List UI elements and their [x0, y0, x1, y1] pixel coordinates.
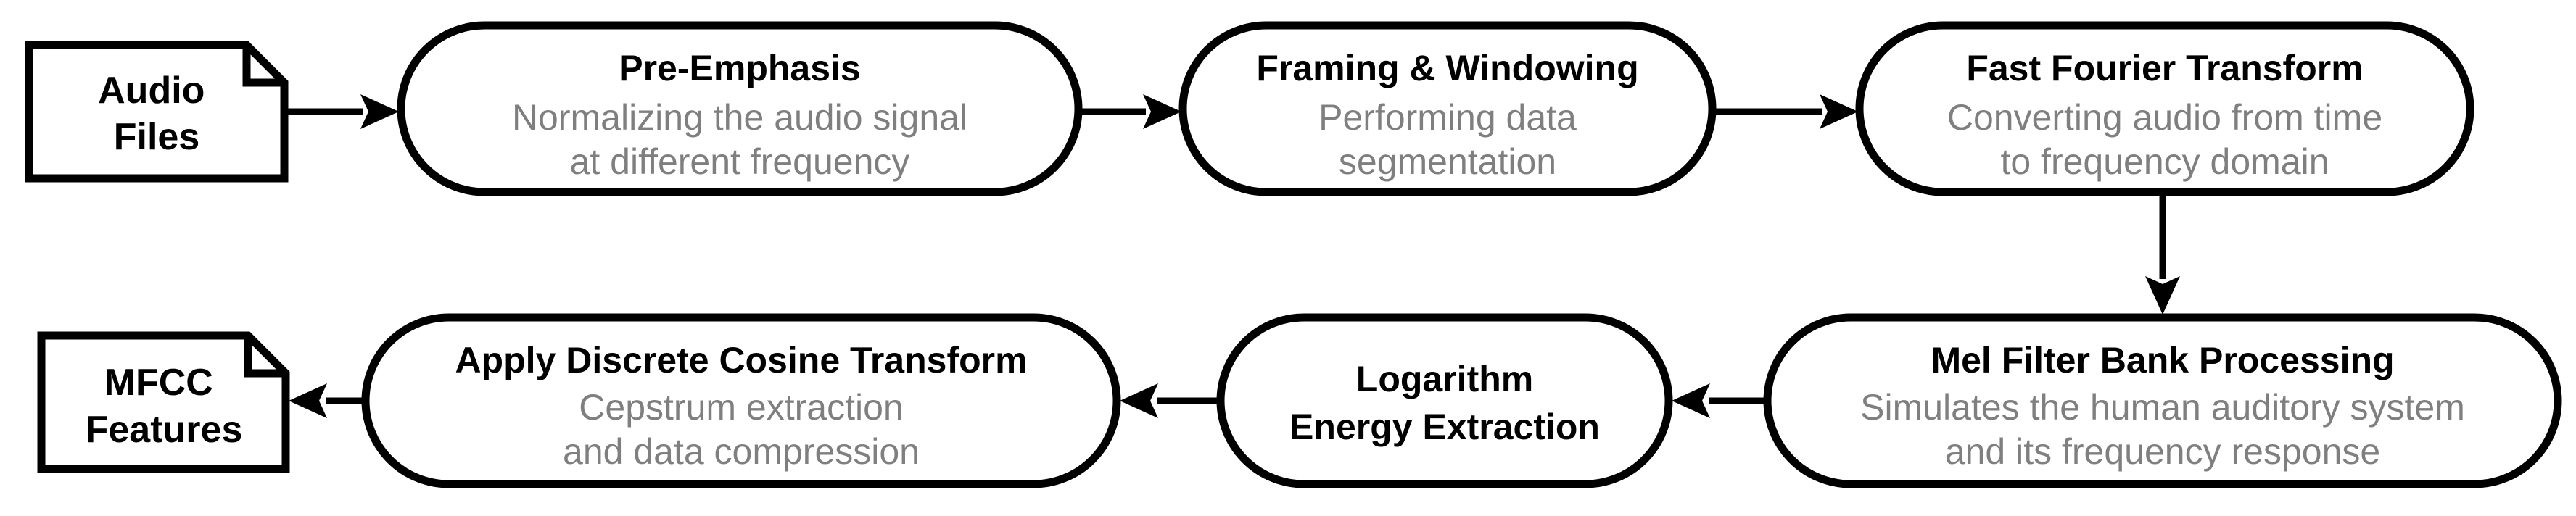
mfcc-features-document: MFCC Features — [37, 331, 290, 473]
arrow-mel-to-log-energy — [1672, 383, 1764, 418]
audio-files-label-line-1: Audio — [98, 70, 205, 112]
dct-desc-line-1: Cepstrum extraction — [579, 387, 903, 428]
audio-files-document-fold — [242, 45, 284, 87]
mel-filter-bank-desc-line-1: Simulates the human auditory system — [1860, 387, 2465, 428]
arrowhead — [1120, 383, 1158, 418]
mel-filter-bank-shape — [1763, 313, 2562, 488]
framing-windowing-desc-line-1: Performing data — [1318, 97, 1577, 138]
pre-emphasis-node: Pre-Emphasis Normalizing the audio signa… — [397, 21, 1083, 196]
arrow-pre-emphasis-to-framing — [1081, 94, 1181, 129]
mfcc-features-document-fold — [244, 336, 286, 378]
arrow-audio-to-pre-emphasis — [287, 94, 399, 129]
arrow-fft-to-mel — [2145, 195, 2180, 315]
arrowhead — [2145, 276, 2180, 315]
dct-node: Apply Discrete Cosine Transform Cepstrum… — [361, 313, 1121, 488]
audio-files-label-line-2: Files — [114, 116, 200, 158]
framing-windowing-desc-line-2: segmentation — [1339, 141, 1556, 182]
dct-title: Apply Discrete Cosine Transform — [455, 340, 1027, 380]
fft-desc-line-1: Converting audio from time — [1947, 97, 2382, 138]
arrowhead — [360, 94, 399, 129]
pre-emphasis-desc-line-2: at different frequency — [570, 141, 910, 182]
audio-files-document: Audio Files — [25, 41, 289, 183]
log-energy-node: Logarithm Energy Extraction — [1216, 313, 1673, 488]
dct-desc-line-2: and data compression — [563, 431, 920, 472]
framing-windowing-title: Framing & Windowing — [1256, 48, 1638, 88]
mfcc-features-label-line-2: Features — [86, 409, 243, 451]
framing-windowing-node: Framing & Windowing Performing data segm… — [1178, 21, 1717, 196]
svg-text:Audio Files: Audio Files — [98, 70, 215, 158]
fft-shape — [1855, 21, 2474, 196]
log-energy-title-line-2: Energy Extraction — [1289, 407, 1600, 447]
arrowhead — [1143, 94, 1181, 129]
framing-windowing-shape — [1178, 21, 1717, 196]
mfcc-features-document-shape — [37, 331, 290, 473]
mel-filter-bank-desc-line-2: and its frequency response — [1945, 431, 2380, 472]
arrowhead — [1820, 94, 1858, 129]
svg-text:MFCC Features: MFCC Features — [86, 362, 243, 451]
arrow-framing-to-fft — [1715, 94, 1858, 129]
fft-desc-line-2: to frequency domain — [2000, 141, 2329, 182]
mel-filter-bank-title: Mel Filter Bank Processing — [1931, 340, 2394, 380]
fft-title: Fast Fourier Transform — [1966, 48, 2363, 88]
mfcc-features-label-line-1: MFCC — [104, 362, 213, 404]
log-energy-title-line-1: Logarithm — [1356, 359, 1533, 399]
arrowhead — [1672, 383, 1710, 418]
pre-emphasis-desc-line-1: Normalizing the audio signal — [512, 97, 967, 138]
dct-shape — [361, 313, 1121, 488]
log-energy-shape — [1216, 313, 1673, 488]
arrowhead — [289, 383, 327, 418]
arrow-log-energy-to-dct — [1120, 383, 1218, 418]
fft-node: Fast Fourier Transform Converting audio … — [1855, 21, 2474, 196]
mel-filter-bank-node: Mel Filter Bank Processing Simulates the… — [1763, 313, 2562, 488]
pre-emphasis-shape — [397, 21, 1083, 196]
arrow-dct-to-mfcc — [289, 383, 363, 418]
audio-files-document-shape — [25, 41, 289, 183]
pre-emphasis-title: Pre-Emphasis — [619, 48, 860, 88]
